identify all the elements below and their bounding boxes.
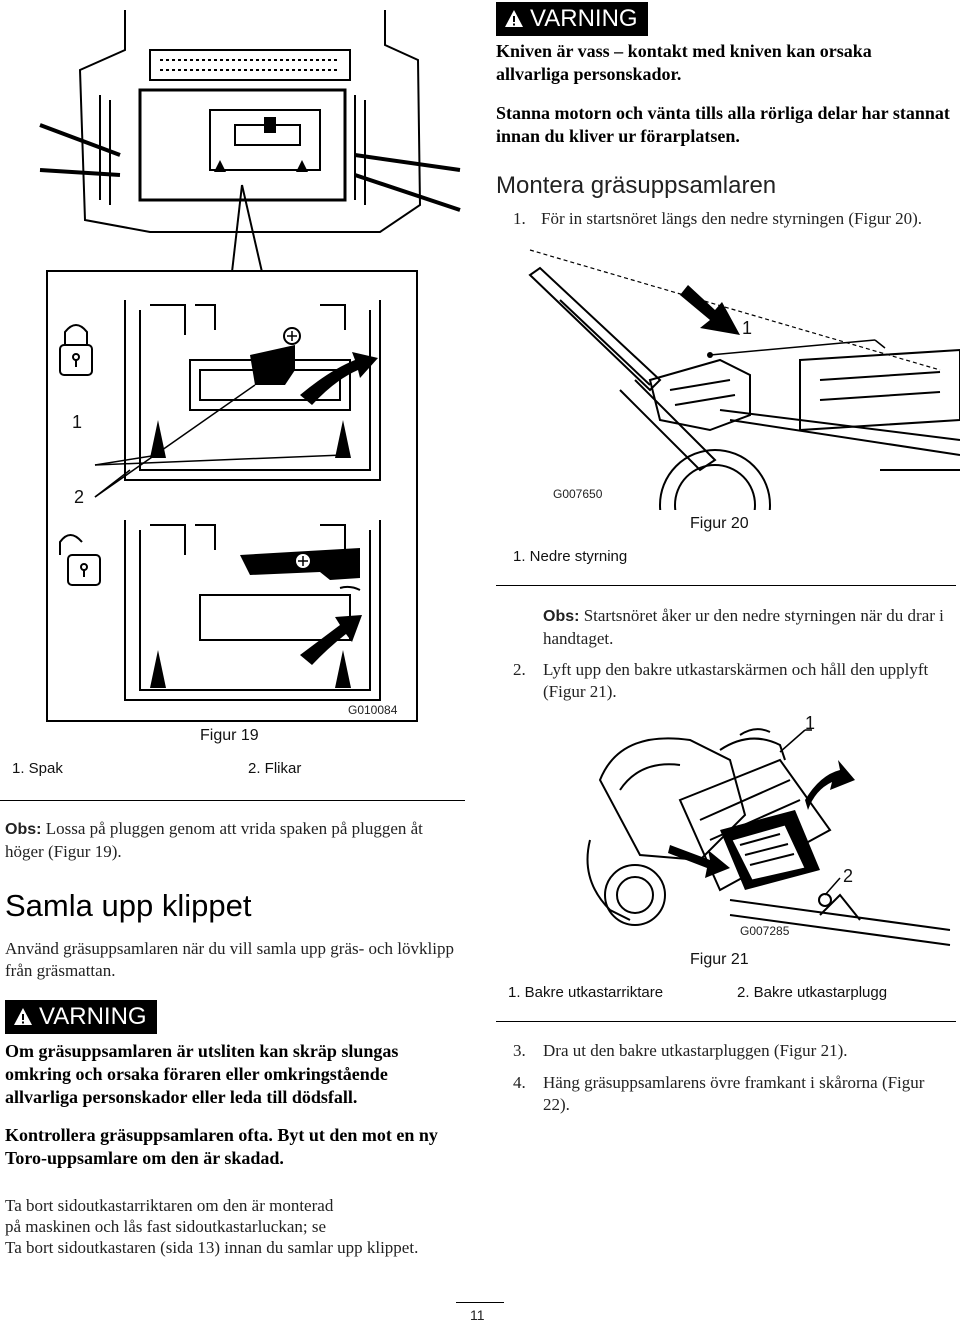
lever-unlocked: [240, 548, 361, 591]
figure-20-callout-1: 1: [742, 318, 753, 338]
lever-locked: [250, 327, 301, 385]
section-title-samla: Samla upp klippet: [5, 888, 252, 923]
instruction-line-3: Ta bort sidoutkastaren (sida 13) innan d…: [5, 1238, 419, 1257]
step-3-num: 3.: [513, 1041, 526, 1060]
warning-badge-right-label: VARNING: [530, 5, 638, 32]
figure-19-callout-2: 2: [74, 487, 85, 507]
step-2-text: Lyft upp den bakre utkastarskärmen och h…: [543, 660, 929, 701]
step-2-num: 2.: [513, 660, 526, 679]
obs-note-figure-20: Obs: Startsnöret åker ur den nedre styrn…: [543, 605, 955, 650]
figure-20-illustration: [528, 249, 960, 510]
instruction-line-1: Ta bort sidoutkastarriktaren om den är m…: [5, 1196, 334, 1215]
warning-badge-left: VARNING: [5, 1000, 157, 1034]
footer-rule: [456, 1302, 504, 1303]
warning-right-text-1: Kniven är vass – kontakt med kniven kan …: [496, 41, 872, 84]
figure-19-illustration: [39, 10, 461, 722]
intro-paragraph: Använd gräsuppsamlaren när du vill samla…: [5, 939, 454, 980]
figure-21-legend-2: 2. Bakre utkastarplugg: [737, 984, 888, 1001]
section-title-montera: Montera gräsuppsamlaren: [496, 172, 777, 199]
figure-19-caption: Figur 19: [200, 727, 259, 744]
figure-19-frame: [46, 270, 418, 722]
warning-badge-left-label: VARNING: [39, 1003, 147, 1030]
figure-19-callout-1: 1: [72, 412, 83, 432]
obs-note-figure-19: Obs: Lossa på pluggen genom att vrida sp…: [5, 818, 465, 863]
figure-20-code: G007650: [553, 487, 603, 501]
figure-21-legend-1: 1. Bakre utkastarriktare: [508, 984, 664, 1001]
warning-left-text-2: Kontrollera gräsuppsamlaren ofta. Byt ut…: [5, 1125, 438, 1168]
warning-right-text-2: Stanna motorn och vänta tills alla rörli…: [496, 103, 950, 146]
step-1-num: 1.: [513, 209, 526, 228]
warning-badge-right: VARNING: [496, 2, 648, 36]
machine-top-view: [39, 10, 461, 233]
figure-21-illustration: [586, 728, 951, 946]
step-4-text: Häng gräsuppsamlarens övre framkant i sk…: [543, 1073, 925, 1114]
padlock-locked-icon: [59, 324, 93, 376]
figure-20-legend-1: 1. Nedre styrning: [513, 548, 628, 565]
step-3: 3. Dra ut den bakre utkastarpluggen (Figu…: [513, 1040, 943, 1062]
step-4: 4. Häng gräsuppsamlarens övre framkant i …: [513, 1072, 943, 1116]
step-4-num: 4.: [513, 1073, 526, 1092]
figure-21-callout-1: 1: [805, 713, 816, 733]
step-1: 1. För in startsnöret längs den nedre sty…: [513, 208, 953, 230]
unlocked-panel: [124, 520, 381, 701]
figure-19-legend-1: 1. Spak: [12, 760, 63, 777]
warning-left-text-1: Om gräsuppsamlaren är utsliten kan skräp…: [5, 1041, 399, 1107]
rotate-arrow-lower: [300, 615, 362, 665]
figure-19-code: G010084: [348, 703, 398, 717]
obs1-label: Obs:: [543, 608, 580, 625]
padlock-unlocked-icon: [59, 534, 101, 586]
obs-text: Lossa på pluggen genom att vrida spaken …: [5, 819, 423, 861]
figure-20-divider: [496, 585, 956, 586]
warning-triangle-icon: [505, 10, 523, 27]
obs-label: Obs:: [5, 821, 42, 838]
rotate-arrow-upper: [300, 352, 378, 405]
figure-21-caption: Figur 21: [690, 951, 749, 968]
step-1-text: För in startsnöret längs den nedre styrn…: [541, 209, 923, 228]
instruction-line-2: på maskinen och lås fast sidoutkastarluc…: [5, 1217, 327, 1236]
obs1-text: Startsnöret åker ur den nedre styrningen…: [543, 606, 944, 648]
figure-19-divider: [0, 800, 465, 801]
step-2: 2. Lyft upp den bakre utkastarskärmen och…: [513, 659, 943, 703]
figure-20-caption: Figur 20: [690, 515, 749, 532]
figure-21-code: G007285: [740, 924, 790, 938]
warning-triangle-icon: [14, 1008, 32, 1025]
figure-19-legend-2: 2. Flikar: [248, 760, 302, 777]
figure-21-divider: [496, 1021, 956, 1022]
figure-21-callout-2: 2: [843, 866, 854, 886]
page-number: 11: [470, 1307, 485, 1323]
step-3-text: Dra ut den bakre utkastarpluggen (Figur …: [543, 1041, 848, 1060]
